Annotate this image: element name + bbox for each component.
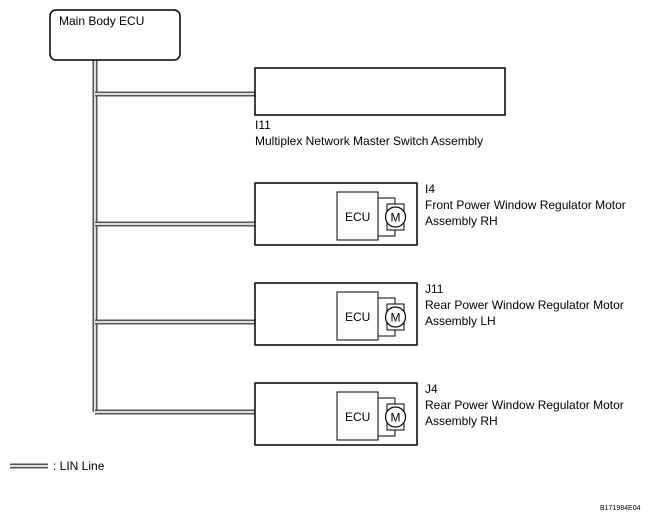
legend: : LIN Line bbox=[10, 459, 105, 473]
motor-icon: M bbox=[384, 203, 407, 231]
motor-icon: M bbox=[384, 303, 407, 331]
main-body-ecu: Main Body ECU bbox=[49, 9, 181, 61]
component-name: Assembly RH bbox=[425, 414, 498, 428]
component-code: I4 bbox=[425, 182, 435, 196]
ecu-label: ECU bbox=[345, 210, 370, 224]
ecu-label: ECU bbox=[345, 310, 370, 324]
figure-code: B171984E04 bbox=[600, 505, 641, 512]
main-ecu-label: Main Body ECU bbox=[59, 14, 144, 28]
component-name: Assembly LH bbox=[425, 314, 496, 328]
svg-text:M: M bbox=[391, 411, 401, 425]
component-name: Front Power Window Regulator Motor bbox=[425, 198, 626, 212]
component-box bbox=[254, 67, 506, 116]
component-name: Assembly RH bbox=[425, 214, 498, 228]
ecu-box bbox=[336, 391, 379, 441]
component-code: I11 bbox=[255, 118, 271, 132]
ecu-box bbox=[336, 291, 379, 341]
ecu-label: ECU bbox=[345, 410, 370, 424]
legend-label: : LIN Line bbox=[53, 459, 105, 473]
motor-icon: M bbox=[384, 403, 407, 431]
component-name: Rear Power Window Regulator Motor bbox=[425, 398, 624, 412]
component-name: Rear Power Window Regulator Motor bbox=[425, 298, 624, 312]
svg-text:M: M bbox=[391, 211, 401, 225]
lin-bus bbox=[92, 60, 255, 415]
component-name: Multiplex Network Master Switch Assembly bbox=[255, 134, 483, 148]
svg-text:M: M bbox=[391, 311, 401, 325]
ecu-box bbox=[336, 191, 379, 241]
component-code: J11 bbox=[425, 282, 444, 296]
component-code: J4 bbox=[425, 382, 438, 396]
